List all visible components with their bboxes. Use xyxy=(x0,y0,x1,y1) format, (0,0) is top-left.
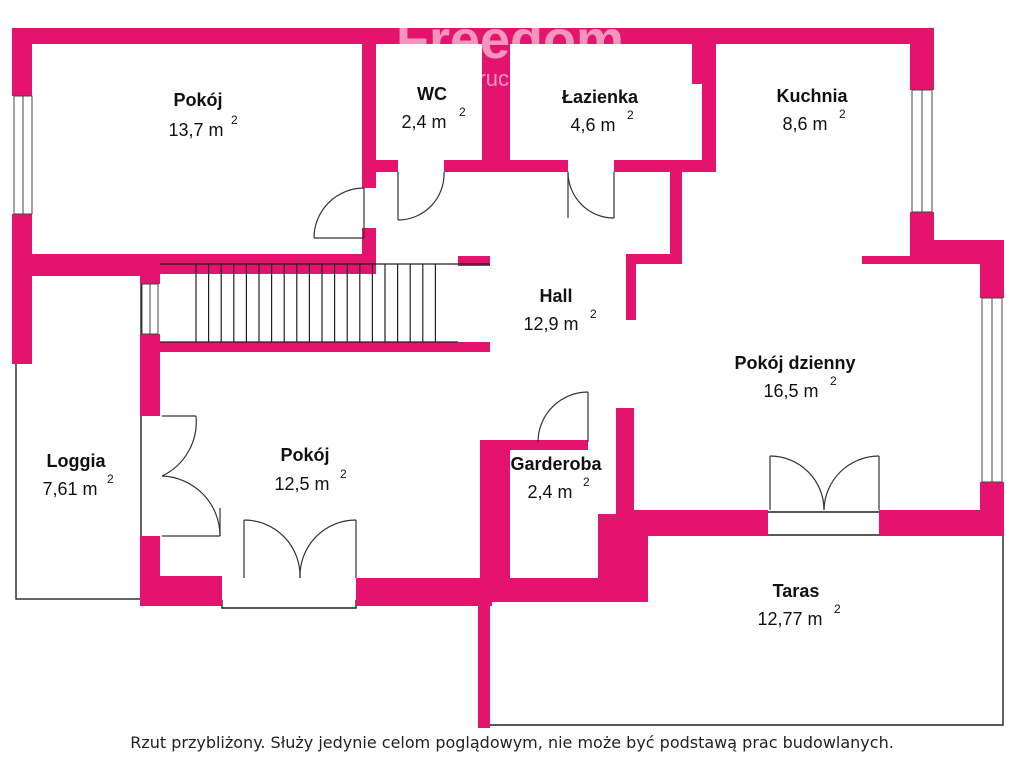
wall-living-bottom-right xyxy=(879,510,1004,536)
room-lazienka: Łazienka 4,6 m 2 xyxy=(562,87,639,135)
wall-left-upper xyxy=(12,28,32,96)
wall-laz-right xyxy=(702,28,716,172)
room-name: Łazienka xyxy=(562,87,639,107)
wall-stair-end-top xyxy=(458,256,490,266)
room-pokoj-dzienny: Pokój dzienny 16,5 m 2 xyxy=(734,353,855,401)
wall-pokoj1-right-lower xyxy=(362,228,376,268)
staircase xyxy=(160,263,490,343)
room-name: Taras xyxy=(773,581,820,601)
room-area-unit: 2 xyxy=(839,107,846,121)
wall-gard-right xyxy=(616,408,634,518)
room-area-unit: 2 xyxy=(583,475,590,489)
wall-laz-bottom-right xyxy=(614,160,714,172)
room-name: Pokój xyxy=(280,445,329,465)
room-area-unit: 2 xyxy=(627,108,634,122)
room-garderoba: Garderoba 2,4 m 2 xyxy=(510,454,602,502)
wall-pokoj1-right xyxy=(362,28,376,188)
wall-living-bottom-left xyxy=(626,510,768,536)
wall-pokoj2-bottom-right xyxy=(356,578,492,606)
room-name: Pokój dzienny xyxy=(734,353,855,373)
room-area: 13,7 m xyxy=(168,120,223,140)
room-hall: Hall 12,9 m 2 xyxy=(523,286,597,334)
walls xyxy=(12,28,1004,728)
disclaimer-caption: Rzut przybliżony. Służy jedynie celom po… xyxy=(130,733,894,752)
room-name: Loggia xyxy=(47,451,107,471)
watermark-brand: Freedom xyxy=(396,10,624,70)
wall-terrace-left xyxy=(478,578,490,728)
room-name: WC xyxy=(417,84,447,104)
room-kuchnia: Kuchnia 8,6 m 2 xyxy=(776,86,848,134)
wall-wc-lazienka xyxy=(482,28,510,172)
room-name: Garderoba xyxy=(510,454,602,474)
room-area: 4,6 m xyxy=(570,115,615,135)
watermark-sub: nieruchomości xyxy=(449,66,591,91)
wall-right-top xyxy=(980,240,1004,298)
wall-hall-step xyxy=(626,254,682,264)
wall-bottom-run xyxy=(478,578,648,602)
room-area: 12,5 m xyxy=(274,474,329,494)
wall-laz-bottom-left xyxy=(508,160,568,172)
room-area-unit: 2 xyxy=(834,602,841,616)
room-area-unit: 2 xyxy=(459,105,466,119)
wall-kitchen-bottom xyxy=(862,256,934,264)
room-area: 12,77 m xyxy=(757,609,822,629)
room-area: 7,61 m xyxy=(42,479,97,499)
wall-stair-bottom xyxy=(140,342,490,352)
wall-wc-bottom-right xyxy=(444,160,484,172)
room-name: Hall xyxy=(539,286,572,306)
wall-gard-left xyxy=(480,440,510,580)
room-area: 12,9 m xyxy=(523,314,578,334)
room-area-unit: 2 xyxy=(107,472,114,486)
room-taras: Taras 12,77 m 2 xyxy=(757,581,841,629)
wall-kitchen-right-top xyxy=(910,28,934,90)
room-pokoj-1: Pokój 13,7 m 2 xyxy=(168,90,238,140)
room-name: Kuchnia xyxy=(776,86,848,106)
room-area: 2,4 m xyxy=(527,482,572,502)
watermark: Freedom nieruchomości xyxy=(396,10,624,91)
wall-stair-top-left xyxy=(12,254,160,276)
wall-left-lower xyxy=(12,214,32,364)
room-area: 16,5 m xyxy=(763,381,818,401)
room-wc: WC 2,4 m 2 xyxy=(401,84,466,132)
wall-hall-right xyxy=(670,172,682,254)
wall-stair-left-top xyxy=(140,274,160,284)
room-area-unit: 2 xyxy=(340,467,347,481)
wall-gard-top-left xyxy=(480,440,588,450)
room-area: 2,4 m xyxy=(401,112,446,132)
wall-wc-bottom-left xyxy=(362,160,398,172)
room-labels: Pokój 13,7 m 2 WC 2,4 m 2 Łazienka 4,6 m… xyxy=(42,84,855,629)
room-name: Pokój xyxy=(173,90,222,110)
room-area-unit: 2 xyxy=(590,307,597,321)
wall-pokoj2-left-top xyxy=(140,334,160,416)
doors xyxy=(161,171,880,579)
wall-pokoj2-bottom-left xyxy=(140,576,222,606)
room-loggia: Loggia 7,61 m 2 xyxy=(42,451,114,499)
room-pokoj-2: Pokój 12,5 m 2 xyxy=(274,445,347,494)
windows xyxy=(13,89,1003,483)
room-area-unit: 2 xyxy=(830,374,837,388)
room-area-unit: 2 xyxy=(231,113,238,127)
wall-hall-stub xyxy=(626,254,636,320)
room-area: 8,6 m xyxy=(782,114,827,134)
